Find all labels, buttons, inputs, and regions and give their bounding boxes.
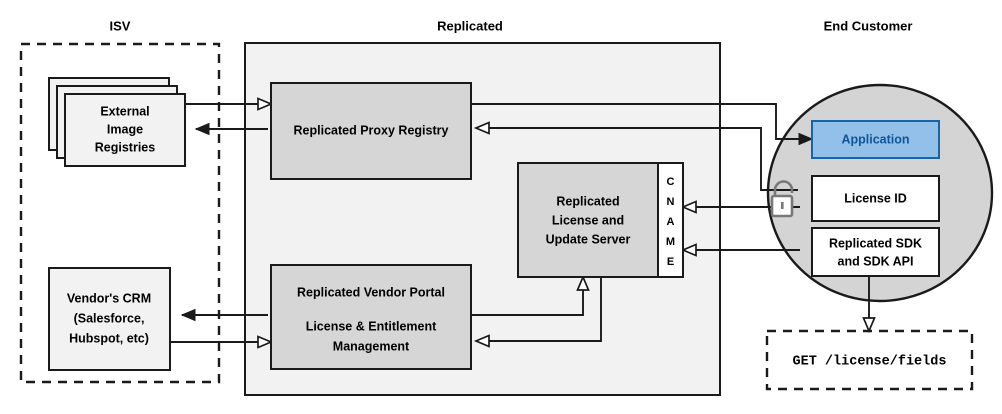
arrowhead-proxy-to-application (798, 132, 814, 146)
node-cname[interactable]: C N A M E (657, 162, 684, 278)
replicated-sdk-box (811, 227, 940, 277)
vendors-crm-label-line-2: (Salesforce, (74, 311, 145, 325)
vendors-crm-label-line-1: Vendor's CRM (67, 291, 151, 305)
cname-letter-3: A (667, 216, 675, 228)
vendor-portal-label-line-3: Management (333, 339, 410, 353)
vendor-portal-label-line-1: Replicated Vendor Portal (297, 285, 445, 299)
license-server-label-line-3: Update Server (546, 232, 631, 246)
node-application[interactable]: Application (811, 120, 940, 159)
license-server-label-line-2: License and (552, 213, 624, 227)
cname-letter-5: E (667, 256, 674, 268)
cname-letter-4: M (666, 236, 675, 248)
arrowhead-crm-to-vendor-portal (257, 335, 274, 349)
arrowhead-sdk-to-api-request (862, 317, 876, 334)
vendors-crm-box (48, 267, 171, 371)
node-replicated-proxy-registry[interactable]: Replicated Proxy Registry (270, 82, 472, 180)
application-label: Application (841, 132, 909, 146)
node-api-request[interactable]: GET /license/fields (765, 329, 974, 391)
external-image-registries-label-line-3: Registries (95, 140, 155, 154)
api-request-box (765, 329, 974, 391)
replicated-sdk-label-line-1: Replicated SDK (829, 236, 922, 250)
padlock-keyhole (781, 202, 784, 209)
replicated-vendor-portal-box (270, 264, 472, 370)
connection-proxy-to-application (471, 103, 800, 140)
zone-title-end-customer: End Customer (824, 18, 913, 33)
zone-isv-boundary (19, 42, 221, 384)
node-replicated-license-and-update-server[interactable]: Replicated License and Update Server (517, 162, 659, 278)
cname-strip (657, 162, 684, 278)
vendors-crm-label-line-3: Hubspot, etc) (69, 331, 149, 345)
arrowhead-vendor-portal-to-crm (180, 308, 196, 322)
arrowhead-license-server-to-vendor-portal (473, 334, 490, 348)
connection-vendor-portal-to-license-server (471, 290, 584, 316)
external-image-registries-label-line-1: External (100, 104, 149, 118)
unlocked-padlock-icon (770, 180, 794, 218)
node-license-id[interactable]: License ID (811, 175, 940, 222)
arrowhead-sdk-to-cname (680, 243, 697, 257)
connection-application-to-proxy (489, 127, 798, 191)
external-image-registries-label-line-2: Image (107, 122, 143, 136)
license-id-box (811, 175, 940, 222)
cname-letter-2: N (667, 196, 675, 208)
zone-title-replicated: Replicated (437, 18, 503, 33)
api-request-label: GET /license/fields (793, 355, 947, 370)
license-id-label: License ID (844, 191, 907, 205)
vendor-portal-label-line-2: License & Entitlement (306, 319, 437, 333)
application-box (811, 120, 940, 159)
replicated-proxy-registry-label: Replicated Proxy Registry (294, 123, 449, 137)
cname-letter-1: C (667, 176, 675, 188)
arrowhead-application-to-proxy (473, 121, 490, 135)
arrowhead-vendor-portal-to-license-server (576, 274, 590, 291)
arrowhead-proxy-to-registries (194, 122, 210, 136)
external-image-registries-front (64, 93, 186, 167)
node-replicated-sdk[interactable]: Replicated SDK and SDK API (811, 227, 940, 277)
node-replicated-vendor-portal[interactable]: Replicated Vendor Portal License & Entit… (270, 264, 472, 370)
zone-title-isv: ISV (110, 18, 131, 33)
replicated-proxy-registry-box (270, 82, 472, 180)
arrowhead-registries-to-proxy (257, 97, 274, 111)
node-vendors-crm[interactable]: Vendor's CRM (Salesforce, Hubspot, etc) (48, 267, 171, 371)
replicated-sdk-label-line-2: and SDK API (838, 254, 914, 268)
arrowhead-license-id-to-cname (680, 200, 697, 214)
node-external-image-registries[interactable]: External Image Registries (48, 77, 186, 167)
connection-license-server-to-vendor-portal (489, 277, 602, 342)
license-server-label-line-1: Replicated (556, 194, 619, 208)
